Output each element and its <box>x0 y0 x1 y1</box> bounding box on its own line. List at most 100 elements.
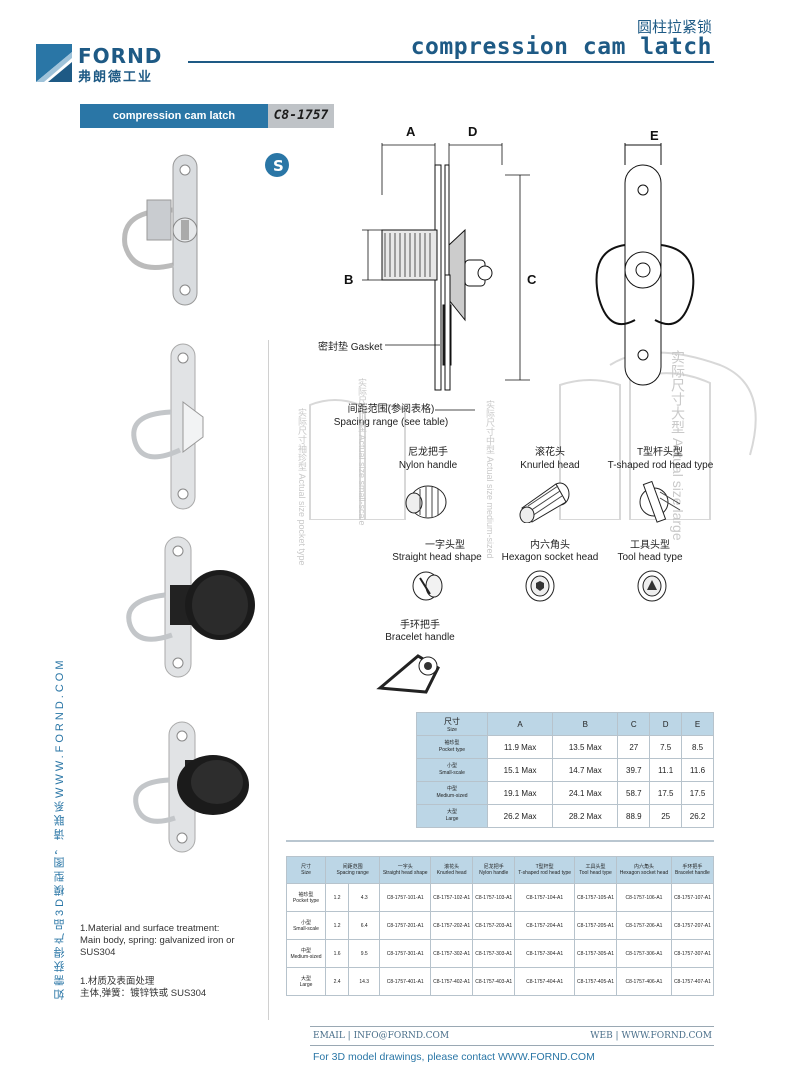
side-contact-text: 如需获得产品3D模型图，请联系WWW.FORND.COM <box>54 657 66 1000</box>
cell: 39.7 <box>617 758 651 782</box>
part-number: C8-1757-203-A1 <box>472 911 516 940</box>
t-rod-label-en: T-shaped rod head type <box>607 460 714 471</box>
size-header-cn: 尺寸 <box>444 716 460 726</box>
cell: 11.9 Max <box>486 735 554 759</box>
cell: 28.2 Max <box>552 804 619 828</box>
part-number: C8-1757-101-A1 <box>379 883 432 912</box>
tool-head-label-cn: 工具头型 <box>630 540 670 551</box>
watermark-pocket: 实际尺寸袖珍型 Actual size pocket type <box>297 408 307 566</box>
spacing-max: 6.4 <box>348 911 381 940</box>
row-label-cn: 中型 <box>446 786 457 792</box>
straight-head-label-en: Straight head shape <box>392 552 482 563</box>
hdr-cn: 滚花头 <box>444 864 460 870</box>
dim-d-label: D <box>468 124 478 139</box>
watermark-small: 实际尺寸小型 Actual size small-scale <box>357 378 367 526</box>
part-number: C8-1757-103-A1 <box>472 883 516 912</box>
part-number: C8-1757-105-A1 <box>573 883 618 912</box>
bracelet-handle-label-cn: 手环把手 <box>400 620 440 631</box>
row-label-cn: 小型 <box>446 763 457 769</box>
note-en-1: 1.Material and surface treatment: <box>80 923 220 934</box>
part-number: C8-1757-306-A1 <box>616 939 672 968</box>
hdr-cn: 内六角头 <box>633 864 654 870</box>
hdr-en: Nylon handle <box>479 870 509 876</box>
row-label-en: Small-scale <box>439 770 465 776</box>
part-number: C8-1757-204-A1 <box>514 911 575 940</box>
hdr-en: Knurled head <box>436 870 467 876</box>
nylon-handle-icon <box>405 485 447 519</box>
note-cn-1: 1.材质及表面处理 <box>80 976 155 987</box>
spacing-min: 1.2 <box>324 911 350 940</box>
cell: 26.2 <box>681 804 714 828</box>
row-label-en: Large <box>445 816 459 822</box>
footer-web[interactable]: WEB | WWW.FORND.COM <box>590 1031 712 1041</box>
size-header-en: Size <box>447 726 457 733</box>
straight-head-label-cn: 一字头型 <box>425 540 465 551</box>
part-number: C8-1757-404-A1 <box>514 967 575 996</box>
hdr-en: Bracelet handle <box>675 870 710 876</box>
footer-rule-top <box>310 1026 714 1027</box>
dim-a-label: A <box>406 124 416 139</box>
knurled-head-icon <box>519 482 570 523</box>
part-number: C8-1757-107-A1 <box>670 883 715 912</box>
spacing-min: 1.6 <box>324 939 350 968</box>
row-label-cn: 中型 <box>300 947 311 954</box>
hdr-cn: 尼龙把手 <box>483 864 504 870</box>
footer-email[interactable]: EMAIL | INFO@FORND.COM <box>313 1031 450 1041</box>
row-label-en: Medium-sized <box>436 793 468 799</box>
cell: 14.7 Max <box>552 758 619 782</box>
part-number: C8-1757-201-A1 <box>379 911 432 940</box>
hdr-en: Straight head shape <box>382 870 428 876</box>
note-en-2: Main body, spring: galvanized iron or SU… <box>80 935 235 958</box>
part-number: C8-1757-402-A1 <box>430 967 474 996</box>
gasket-label: 密封垫 Gasket <box>318 342 383 353</box>
part-number: C8-1757-202-A1 <box>430 911 474 940</box>
row-label-cn: 小型 <box>300 919 311 926</box>
hdr-cn: 尺寸 <box>300 864 311 870</box>
cell: 11.6 <box>681 758 714 782</box>
cell: 58.7 <box>617 781 651 805</box>
brand-name-cn: 弗朗德工业 <box>78 70 154 85</box>
part-number: C8-1757-302-A1 <box>430 939 474 968</box>
size-col-a: A <box>486 712 554 736</box>
row-label-cn: 袖珍型 <box>298 891 314 898</box>
cell: 88.9 <box>617 804 651 828</box>
hdr-cn: 间距范围 <box>342 864 363 870</box>
dim-c-label: C <box>527 272 537 287</box>
cell: 24.1 Max <box>552 781 619 805</box>
part-number: C8-1757-301-A1 <box>379 939 432 968</box>
part-number: C8-1757-405-A1 <box>573 967 618 996</box>
tool-head-label-en: Tool head type <box>617 552 683 563</box>
part-number: C8-1757-206-A1 <box>616 911 672 940</box>
product-photo-3 <box>126 536 255 678</box>
s-badge-icon: S <box>265 153 289 177</box>
cell: 17.5 <box>649 781 683 805</box>
size-col-d: D <box>649 712 683 736</box>
part-number: C8-1757-407-A1 <box>670 967 715 996</box>
nylon-handle-label-cn: 尼龙把手 <box>408 447 448 458</box>
hdr-cn: T型杆型 <box>535 864 554 870</box>
size-col-b: B <box>552 712 619 736</box>
cell: 13.5 Max <box>552 735 619 759</box>
hdr-cn: 一字头 <box>397 864 413 870</box>
t-rod-head-icon <box>639 480 681 523</box>
hdr-en: T-shaped rod head type <box>518 870 572 876</box>
hexagon-socket-head-icon <box>525 570 555 602</box>
nylon-handle-label-en: Nylon handle <box>398 460 458 471</box>
cell: 25 <box>649 804 683 828</box>
tool-head-icon <box>637 570 667 602</box>
technical-drawing <box>309 143 757 520</box>
watermark-medium: 实际尺寸中型 Actual size medium-sized <box>485 400 495 559</box>
cell: 26.2 Max <box>486 804 554 828</box>
product-code: C8-1757 <box>268 104 334 128</box>
header-rule <box>188 61 714 63</box>
column-divider <box>268 340 269 1020</box>
spacing-max: 14.3 <box>348 967 381 996</box>
row-label-en: Pocket type <box>292 897 320 904</box>
